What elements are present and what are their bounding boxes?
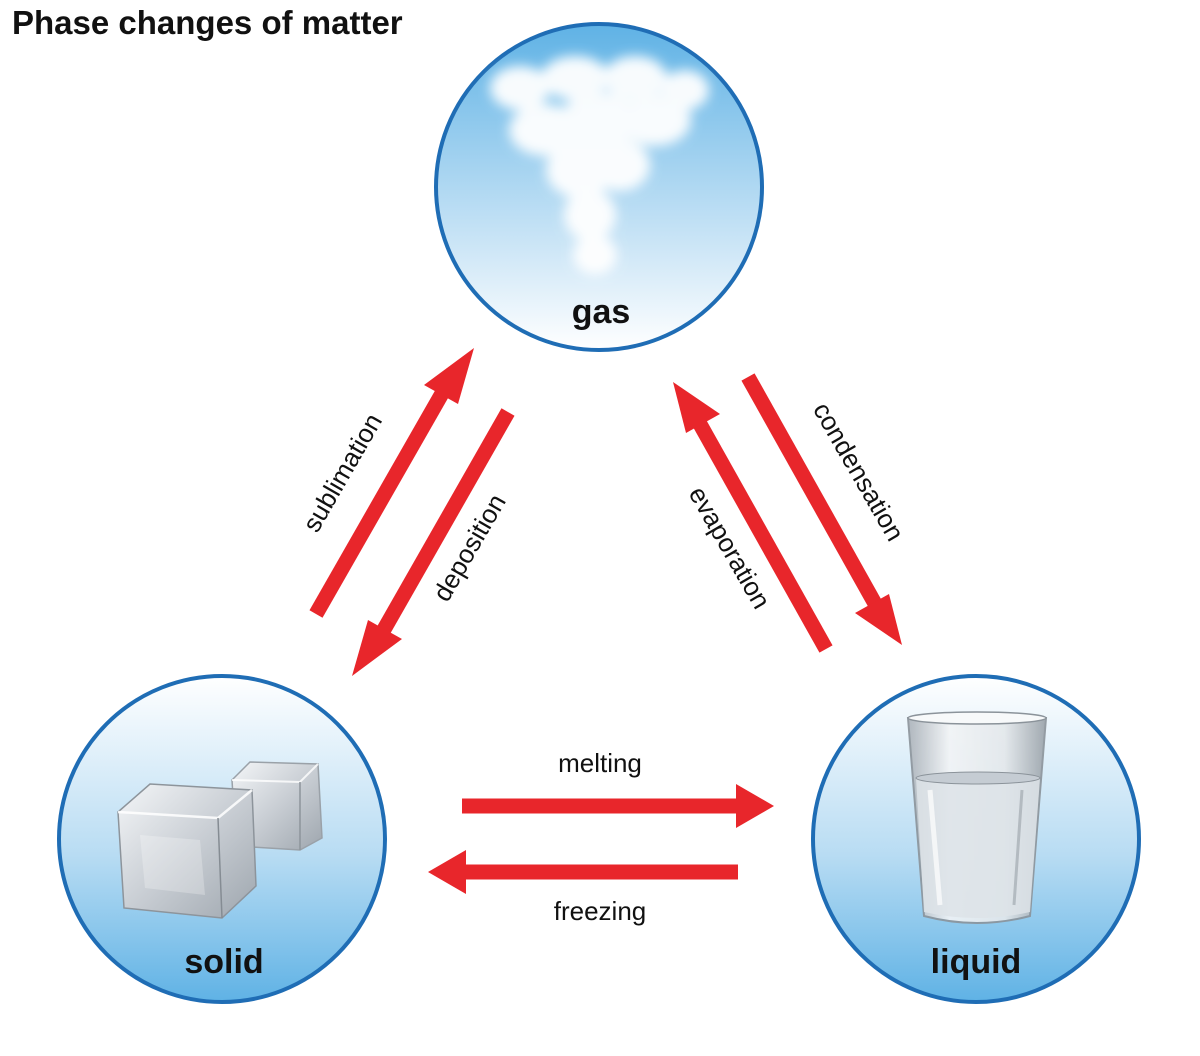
ice-cubes-icon xyxy=(117,761,323,919)
freezing-label: freezing xyxy=(554,896,647,926)
evaporation-arrow xyxy=(673,382,833,653)
melting-label: melting xyxy=(558,748,642,778)
steam-cloud-icon xyxy=(490,56,709,275)
liquid-label: liquid xyxy=(931,943,1022,981)
sublimation-arrow xyxy=(309,348,474,618)
solid-label: solid xyxy=(184,943,263,981)
gas-state: gas xyxy=(434,22,764,352)
diagram-title: Phase changes of matter xyxy=(12,4,403,41)
freezing-arrow xyxy=(428,850,738,894)
solid-state: solid xyxy=(57,674,387,1004)
glass-of-water-icon xyxy=(906,711,1048,924)
deposition-arrow xyxy=(352,408,515,676)
gas-label: gas xyxy=(572,293,631,331)
melting-arrow xyxy=(462,784,774,828)
liquid-state: liquid xyxy=(811,674,1141,1004)
condensation-arrow xyxy=(741,373,902,645)
